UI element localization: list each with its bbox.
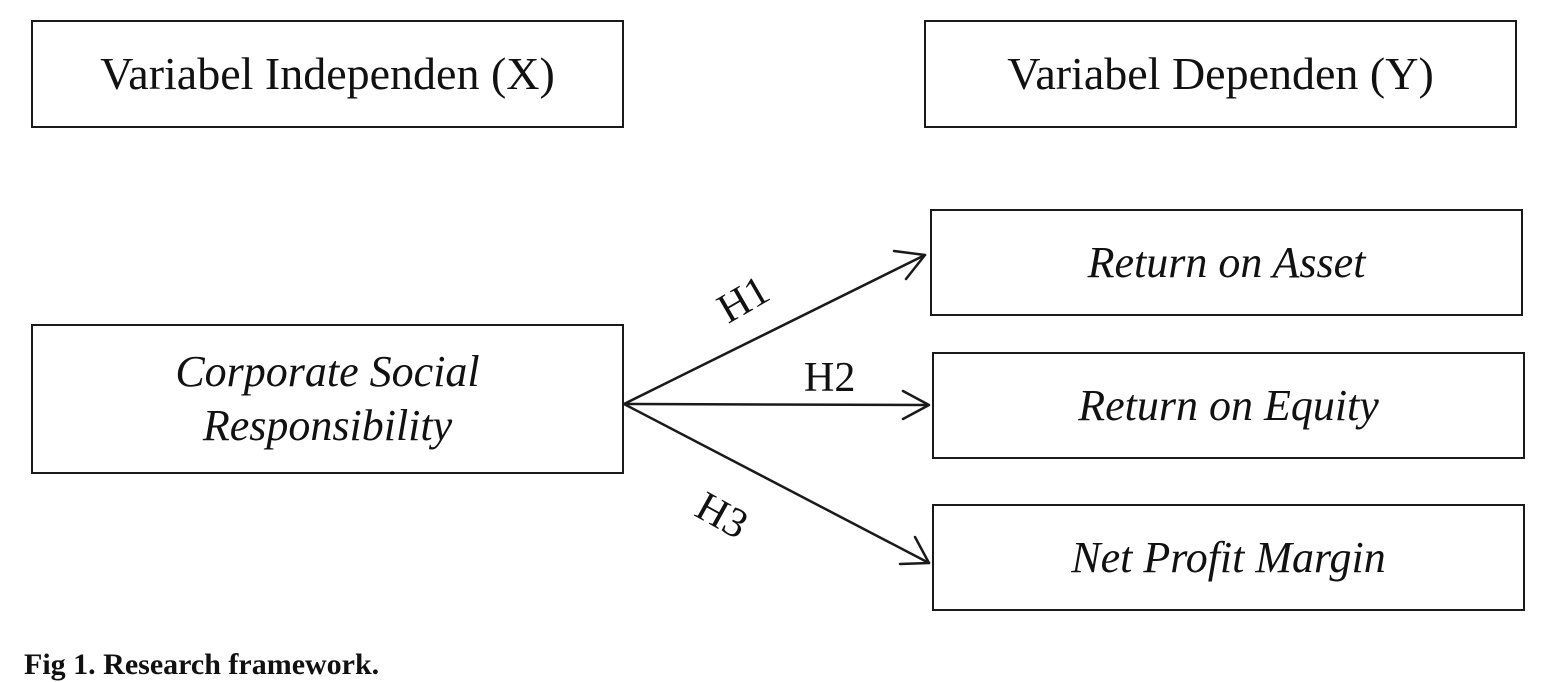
dependent-variable-header: Variabel Dependen (Y) (924, 20, 1517, 128)
h3-arrow-line (622, 402, 931, 565)
csr-label-line2: Responsibility (202, 401, 453, 450)
h2-arrowhead (901, 389, 931, 421)
h1-arrow-line (622, 253, 927, 406)
roe-label: Return on Equity (1078, 380, 1379, 430)
npm-label: Net Profit Margin (1071, 532, 1386, 582)
roe-variable-box: Return on Equity (932, 352, 1525, 459)
h2-label: H2 (804, 355, 856, 401)
independent-variable-header: Variabel Independen (X) (31, 20, 624, 128)
csr-variable-box: Corporate Social Responsibility (31, 324, 624, 474)
independent-variable-header-text: Variabel Independen (X) (100, 47, 555, 99)
roa-label: Return on Asset (1087, 237, 1366, 287)
figure-caption: Fig 1. Research framework. (24, 648, 380, 681)
h3-arrowhead (898, 535, 931, 566)
h1-arrowhead (892, 249, 927, 281)
h3-label: H3 (688, 483, 756, 549)
dependent-variable-header-text: Variabel Dependen (Y) (1007, 47, 1434, 99)
csr-label-line1: Corporate Social (175, 347, 480, 397)
h1-label: H1 (709, 267, 778, 333)
npm-variable-box: Net Profit Margin (932, 504, 1525, 611)
roa-variable-box: Return on Asset (930, 209, 1523, 316)
h2-arrow-line (622, 402, 930, 407)
